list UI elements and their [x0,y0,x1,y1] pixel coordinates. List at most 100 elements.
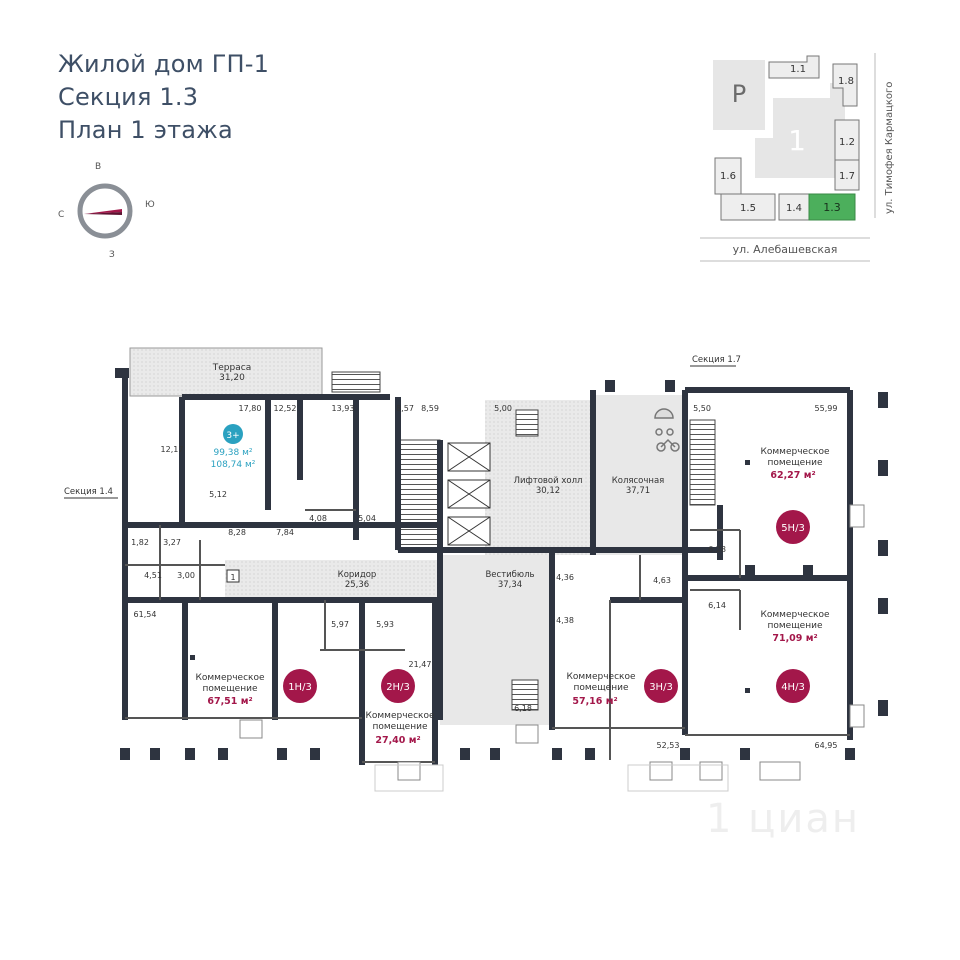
unit-3-area: 57,16 м² [572,696,617,707]
building-title: Жилой дом ГП-1 [58,50,270,78]
room-area: 5,97 [331,620,349,629]
vestibule-area: 37,34 [498,580,522,590]
compass-south: З [109,250,115,260]
room-area: 52,53 [657,741,680,750]
parking-label: Р [732,80,746,108]
room-area: 6,28 [708,545,726,554]
corridor [225,560,460,598]
key-plan: Р 1 1.1 1.8 1.2 1.7 1.6 1.5 1.4 1.3 ул. … [700,53,895,262]
svg-text:3+: 3+ [226,431,239,441]
corridor-area: 25,36 [345,580,369,590]
building-number: 1 [788,124,806,157]
unit-4-label-1: Коммерческое [760,610,829,620]
compass-east: Ю [145,200,155,210]
compass-north: В [95,162,102,172]
room-area: 5,04 [358,514,376,523]
stroller-room [593,395,685,555]
room-area: 4,36 [556,573,574,582]
unit-1-badge[interactable] [283,669,317,703]
room-area: 17,80 [239,404,262,413]
compass-needle [84,209,122,214]
unit-1-label-1: Коммерческое [195,673,264,683]
room-area: 6,14 [708,601,726,610]
lift-hall-area: 30,12 [536,486,560,496]
street-right: ул. Тимофея Кармацкого [884,82,895,214]
street-bottom: ул. Алебашевская [733,243,838,256]
section-right-label: Секция 1.7 [692,355,741,365]
room-area: 4,63 [653,576,671,585]
compass-west: С [58,210,65,220]
room-area: 4,38 [556,616,574,625]
svg-text:1.2: 1.2 [839,137,855,148]
room-area: 13,93 [332,404,355,413]
room-area: 4,51 [144,571,162,580]
terrace [129,347,323,397]
svg-text:1.5: 1.5 [740,203,756,214]
room-area: 12,17 [161,445,184,454]
unit-2-label-1: Коммерческое [365,711,434,721]
section-left-label: Секция 1.4 [64,487,113,497]
room-area: 8,59 [421,404,439,413]
svg-text:1.1: 1.1 [790,64,806,75]
watermark: 1 циан [705,796,860,842]
unit-2-area: 27,40 м² [375,735,420,746]
section-title: Секция 1.3 [58,83,199,111]
unit-3-label-1: Коммерческое [566,672,635,682]
terrace-label: Терраса [212,363,251,373]
room-area: 6,18 [514,704,532,713]
stairs-right [689,419,716,506]
svg-text:1.4: 1.4 [786,203,802,214]
room-area: 64,95 [815,741,838,750]
stroller-icon [654,408,680,452]
svg-text:5Н/3: 5Н/3 [781,523,805,534]
apartment-badge[interactable] [223,424,243,444]
unit-5-label-2: помещение [767,458,822,468]
room-area: 61,54 [134,610,157,619]
unit-2-badge[interactable] [381,669,415,703]
apartment-area-2: 108,74 м² [211,460,256,470]
unit-1-label-2: помещение [202,684,257,694]
compass [77,183,133,239]
svg-text:1.3: 1.3 [823,201,841,214]
lift-hall [485,400,593,555]
unit-2-label-2: помещение [372,722,427,732]
room-area: 5,93 [376,620,394,629]
svg-text:2Н/3: 2Н/3 [386,682,410,693]
unit-4-badge[interactable] [776,669,810,703]
room-area: 5,00 [494,404,512,413]
unit-5-area: 62,27 м² [770,470,815,481]
apartment-area-1: 99,38 м² [213,448,252,458]
columns [115,368,888,760]
key-plan-current-section [808,193,856,221]
stroller-label: Колясочная [612,476,665,486]
stairwell [397,439,441,551]
vestibule-label: Вестибюль [485,570,534,580]
unit-3-badge[interactable] [644,669,678,703]
svg-text:1Н/3: 1Н/3 [288,682,312,693]
room-area: 5,12 [209,490,227,499]
room-area: 5,50 [693,404,711,413]
room-area: 12,52 [274,404,297,413]
unit-1-area: 67,51 м² [207,696,252,707]
floor-plan: Секция 1.4 Секция 1.7 Терраса 31,20 3+ 9… [64,347,888,792]
unit-3-label-2: помещение [573,683,628,693]
svg-text:4Н/3: 4Н/3 [781,682,805,693]
floor-title: План 1 этажа [58,116,233,144]
svg-text:1.8: 1.8 [838,76,854,87]
room-area: 8,57 [396,404,414,413]
room-area: 8,28 [228,528,246,537]
room-area: 3,00 [177,571,195,580]
corridor-label: Коридор [338,570,377,580]
marker-1: 1 [230,573,235,582]
room-area: 21,47 [409,660,432,669]
stroller-area: 37,71 [626,486,650,496]
unit-4-area: 71,09 м² [772,633,817,644]
room-area: 3,27 [163,538,181,547]
svg-text:1.6: 1.6 [720,171,736,182]
lift-shafts [447,442,491,546]
room-area: 1,82 [131,538,149,547]
svg-text:3Н/3: 3Н/3 [649,682,673,693]
unit-5-badge[interactable] [776,510,810,544]
room-area: 55,99 [815,404,838,413]
room-area: 7,84 [276,528,294,537]
